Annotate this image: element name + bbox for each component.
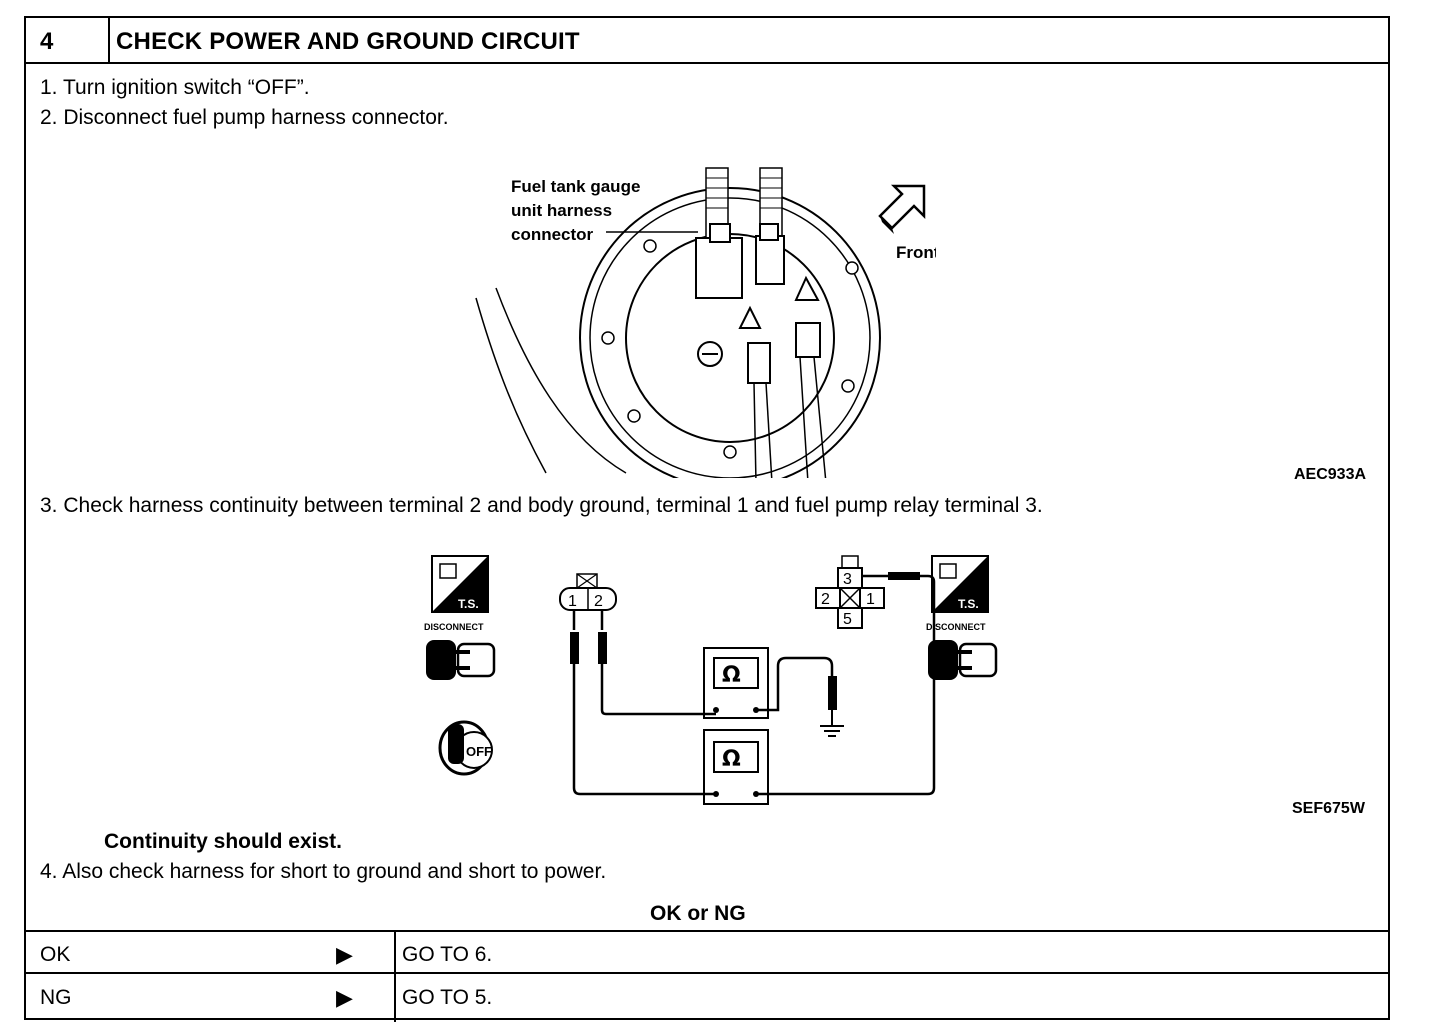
arrow-right-icon: ▶	[336, 985, 353, 1010]
ground-symbol-icon	[820, 710, 844, 737]
svg-text:OFF: OFF	[466, 744, 492, 759]
front-arrow-icon	[878, 184, 926, 234]
instruction-1: 1. Turn ignition switch “OFF”.	[40, 76, 310, 99]
result-statement: Continuity should exist.	[104, 830, 343, 853]
action-ng: GO TO 5.	[402, 986, 493, 1009]
ohmmeter-upper: Ω	[703, 647, 769, 719]
relay-terminal-3: 3	[843, 571, 852, 588]
disconnect-label-right: DISCONNECT	[926, 622, 986, 632]
relay-terminal-2: 2	[821, 591, 830, 608]
callout-line-1: Fuel tank gauge	[511, 177, 640, 196]
table-top-line	[26, 930, 1388, 932]
fuel-pump-relay-connector: 3 2 1 5	[815, 555, 885, 629]
ohmmeter-lower: Ω	[703, 729, 769, 805]
step-header: 4 CHECK POWER AND GROUND CIRCUIT	[26, 18, 1388, 64]
continuity-test-figure: T.S. T.S. DISCONNECT DISCONNECT	[424, 555, 998, 805]
pump-terminal-2: 2	[594, 593, 603, 610]
header-divider	[108, 18, 110, 62]
action-ok: GO TO 6.	[402, 943, 493, 966]
instruction-4: 4. Also check harness for short to groun…	[40, 860, 607, 883]
fuel-pump-location-figure: Fuel tank gauge unit harness connector F…	[475, 167, 936, 478]
ts-icon-left: T.S.	[431, 555, 489, 613]
result-ng: NG	[40, 986, 72, 1009]
callout-line-3: connector	[511, 225, 594, 244]
relay-terminal-5: 5	[843, 611, 852, 628]
instruction-3: 3. Check harness continuity between term…	[40, 494, 1043, 517]
table-divider	[394, 930, 396, 1022]
step-number: 4	[40, 28, 54, 55]
front-label: Front	[896, 243, 936, 262]
relay-terminal-1: 1	[866, 591, 875, 608]
svg-text:T.S.: T.S.	[458, 597, 479, 611]
judgement-label: OK or NG	[650, 902, 746, 925]
fuel-pump-connector: 1 2	[559, 573, 617, 611]
disconnect-connector-icon-left	[426, 640, 496, 680]
disconnect-connector-icon-right	[928, 640, 998, 680]
svg-text:Ω: Ω	[722, 747, 741, 772]
procedure-frame: 4 CHECK POWER AND GROUND CIRCUIT 1. Turn…	[24, 16, 1390, 1022]
table-mid-line	[26, 972, 1388, 974]
instruction-2: 2. Disconnect fuel pump harness connecto…	[40, 106, 449, 129]
figure-1-code: AEC933A	[1294, 466, 1367, 483]
svg-text:Ω: Ω	[722, 663, 741, 688]
figure-2-code: SEF675W	[1292, 800, 1365, 817]
ignition-key-off-icon: OFF	[438, 720, 493, 776]
callout-line-2: unit harness	[511, 201, 612, 220]
step-title: CHECK POWER AND GROUND CIRCUIT	[116, 28, 580, 55]
svg-text:T.S.: T.S.	[958, 597, 979, 611]
arrow-right-icon: ▶	[336, 942, 353, 967]
result-ok: OK	[40, 943, 71, 966]
pump-terminal-1: 1	[568, 593, 577, 610]
ts-icon-right: T.S.	[931, 555, 989, 613]
disconnect-label-left: DISCONNECT	[424, 622, 484, 632]
